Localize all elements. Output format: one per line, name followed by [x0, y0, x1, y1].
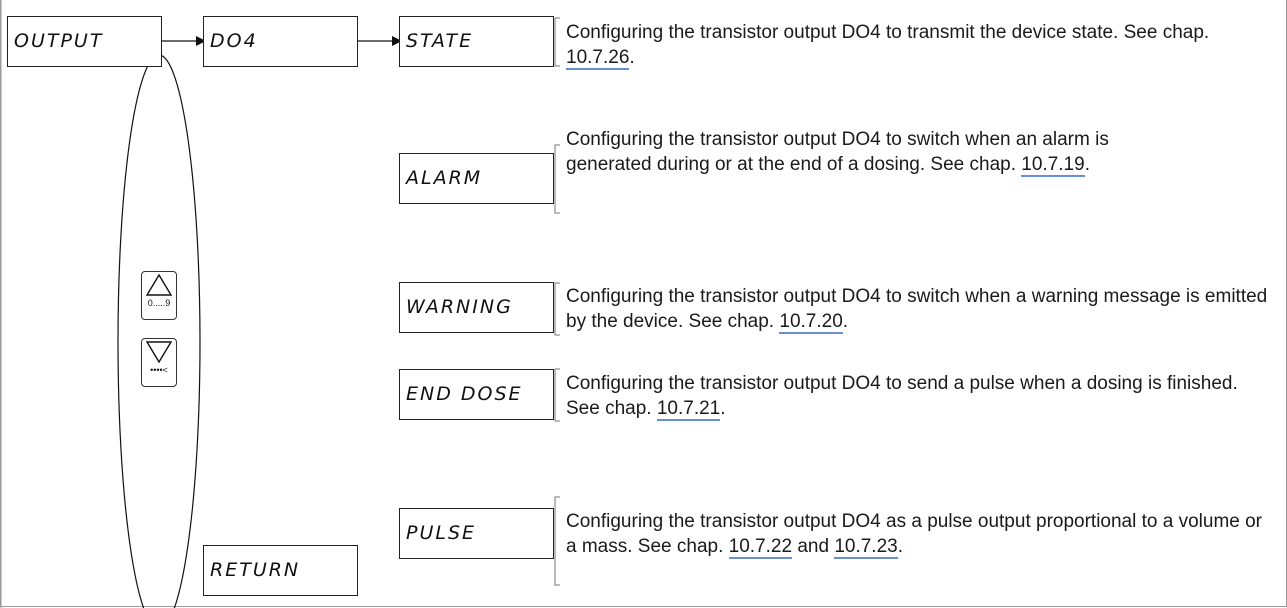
up-arrow-key[interactable]: 0.....9 [141, 271, 177, 320]
option-box-pulse: PULSE [399, 508, 554, 559]
triangle-up-icon [145, 273, 173, 296]
option-box-alarm: ALARM [399, 153, 554, 204]
chapter-link[interactable]: 10.7.23 [834, 536, 898, 559]
triangle-down-icon [145, 341, 173, 364]
description-end-dose: Configuring the transistor output DO4 to… [566, 373, 1238, 421]
up-key-label: 0.....9 [147, 298, 171, 308]
option-box-state: STATE [399, 16, 554, 67]
chapter-link[interactable]: 10.7.21 [656, 398, 721, 421]
menu-box-do4: DO4 [203, 16, 358, 67]
chapter-link[interactable]: 10.7.19 [1021, 154, 1085, 177]
chapter-link[interactable]: 10.7.26 [566, 47, 630, 70]
description-pulse: Configuring the transistor output DO4 as… [566, 511, 1263, 559]
description-warning: Configuring the transistor output DO4 to… [566, 286, 1268, 334]
menu-box-output: OUTPUT [7, 16, 162, 67]
description-alarm: Configuring the transistor output DO4 to… [566, 129, 1109, 177]
down-arrow-key[interactable]: ••••< [141, 338, 177, 387]
description-state: Configuring the transistor output DO4 to… [566, 22, 1210, 70]
chapter-link[interactable]: 10.7.22 [728, 536, 793, 559]
down-key-label: ••••< [150, 365, 168, 375]
option-box-warning: WARNING [399, 282, 554, 333]
option-box-end-dose: END DOSE [399, 369, 554, 420]
chapter-link[interactable]: 10.7.20 [779, 311, 843, 334]
menu-box-return: RETURN [203, 545, 358, 596]
